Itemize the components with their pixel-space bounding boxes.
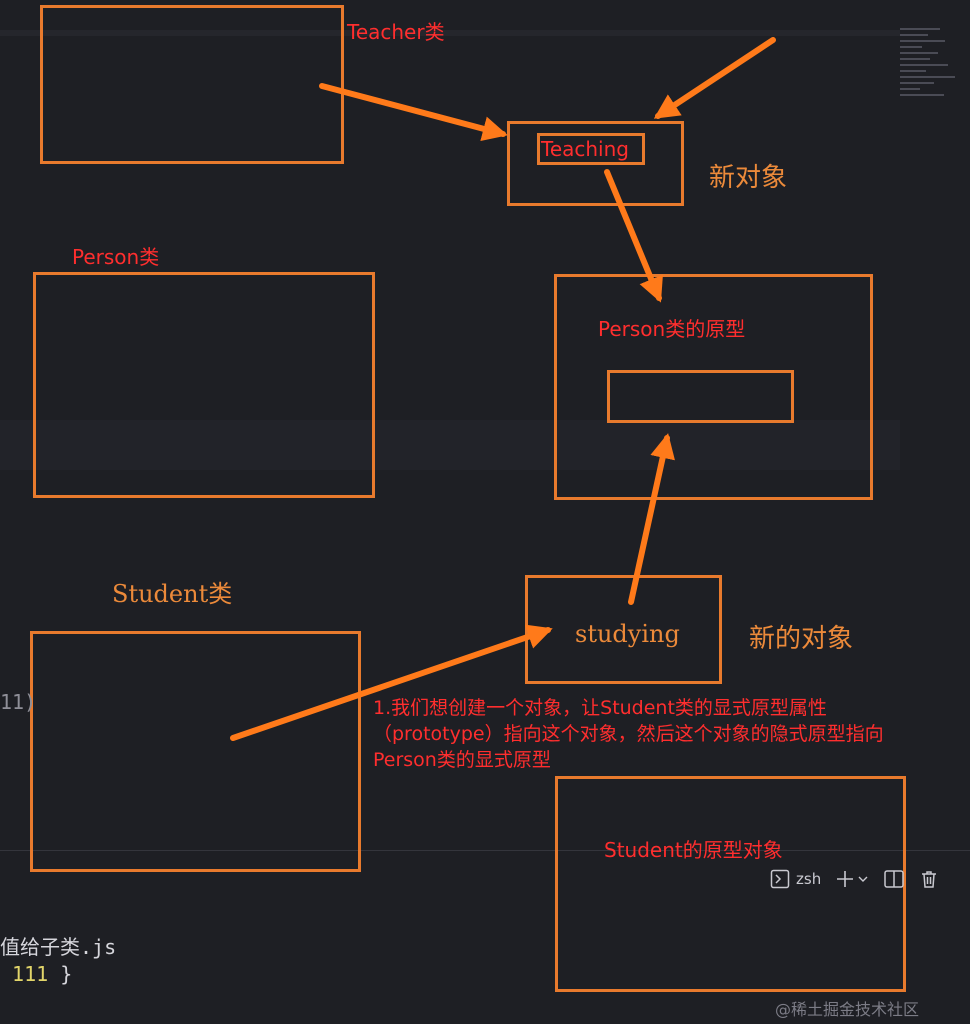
arrow-teacher-to-teaching — [319, 83, 508, 142]
explanation-note: 1.我们想创建一个对象，让Student类的显式原型属性 （prototype）… — [373, 695, 970, 773]
terminal-toolbar: zsh — [770, 866, 939, 892]
person-prototype-inner-box — [607, 370, 794, 423]
output-value: 111 — [12, 962, 49, 986]
editor-line-highlight — [0, 30, 900, 36]
watermark: @稀土掘金技术社区 — [775, 1000, 920, 1019]
code-fragment: 11) — [0, 690, 37, 714]
output-close: } — [48, 962, 73, 986]
note-line-2: （prototype）指向这个对象，然后这个对象的隐式原型指向 — [373, 723, 884, 745]
terminal-file-line: 值给子类.js — [0, 935, 117, 959]
teaching-object-box — [507, 121, 684, 206]
person-prototype-box — [554, 274, 873, 500]
teaching-method-box — [537, 133, 645, 165]
editor-minimap[interactable] — [900, 28, 970, 108]
terminal-divider — [0, 850, 970, 851]
student-class-label: Student类 — [112, 580, 233, 608]
terminal-icon — [770, 869, 790, 889]
person-class-box — [33, 272, 375, 498]
trash-icon[interactable] — [919, 869, 939, 889]
arrow-teaching-to-person-prototype — [604, 169, 663, 303]
arrow-studying-to-person-prototype — [628, 433, 675, 605]
teacher-class-label: Teacher类 — [347, 20, 445, 44]
terminal-shell-label: zsh — [796, 870, 822, 888]
student-prototype-box — [555, 776, 906, 992]
new-object-label: 新对象 — [709, 163, 788, 193]
editor-line-highlight — [0, 420, 900, 470]
studying-label: studying — [575, 620, 680, 648]
teacher-class-box — [40, 5, 344, 164]
note-line-3: Person类的显式原型 — [373, 749, 551, 771]
student-class-box — [30, 631, 361, 872]
terminal-shell-tab[interactable]: zsh — [770, 869, 821, 889]
arrow-top-to-teaching — [653, 37, 776, 119]
terminal-output-line: 111 } — [0, 962, 72, 986]
person-prototype-label: Person类的原型 — [598, 317, 746, 341]
arrow-student-to-studying — [230, 624, 553, 741]
split-terminal-icon[interactable] — [883, 869, 905, 889]
person-class-label: Person类 — [72, 245, 160, 269]
new-terminal-button[interactable] — [835, 869, 869, 889]
teaching-label: Teaching — [541, 137, 629, 161]
student-prototype-label: Student的原型对象 — [604, 838, 783, 862]
new-object-2-label: 新的对象 — [749, 624, 854, 654]
note-line-1: 1.我们想创建一个对象，让Student类的显式原型属性 — [373, 697, 827, 719]
